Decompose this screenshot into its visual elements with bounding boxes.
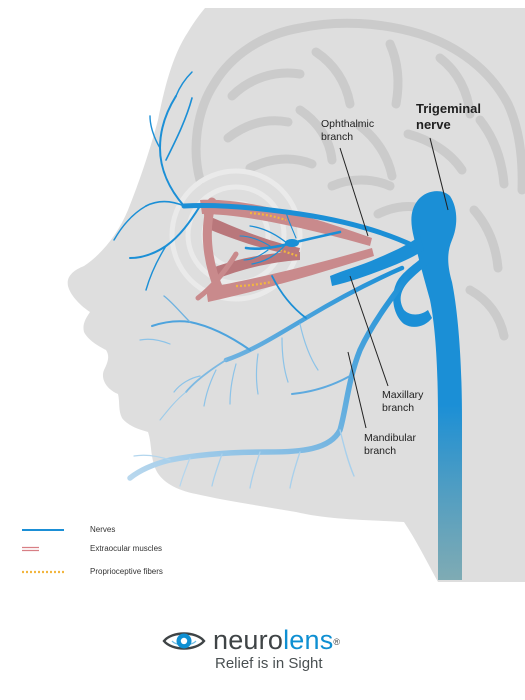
label-maxillary-branch: Maxillary branch bbox=[382, 389, 423, 415]
logo-wordmark: neurolens® bbox=[213, 624, 340, 656]
legend-item-fibers: Proprioceptive fibers bbox=[22, 565, 163, 579]
label-maxillary-line1: Maxillary bbox=[382, 389, 424, 401]
nerve-trunk bbox=[330, 191, 462, 580]
legend-label-nerves: Nerves bbox=[90, 525, 116, 534]
head-silhouette bbox=[67, 8, 525, 582]
logo-tagline: Relief is in Sight bbox=[215, 655, 323, 672]
label-mandibular-branch: Mandibular branch bbox=[364, 432, 416, 458]
nerves-swatch-icon bbox=[22, 529, 64, 531]
legend-item-nerves: Nerves bbox=[22, 523, 115, 537]
legend-label-fibers: Proprioceptive fibers bbox=[90, 567, 163, 576]
label-trigeminal-nerve: Trigeminal nerve bbox=[416, 101, 481, 133]
ciliary-ganglion bbox=[285, 239, 299, 247]
label-mandibular-line1: Mandibular bbox=[364, 432, 416, 444]
label-maxillary-line2: branch bbox=[382, 402, 415, 414]
label-trigeminal-line2: nerve bbox=[416, 117, 451, 132]
maxillary-nerves bbox=[139, 265, 405, 421]
label-trigeminal-line1: Trigeminal bbox=[416, 101, 482, 116]
proprioceptive-fibers bbox=[235, 211, 299, 288]
mandibular-nerves bbox=[127, 273, 411, 489]
logo-registered-mark: ® bbox=[333, 637, 341, 647]
eye-icon bbox=[162, 632, 206, 650]
label-ophthalmic-line2: branch bbox=[321, 131, 354, 143]
callout-lines bbox=[339, 137, 449, 429]
legend-item-muscles: Extraocular muscles bbox=[22, 542, 162, 556]
brain-outline bbox=[191, 18, 525, 341]
logo-word-neuro: neuro bbox=[213, 625, 284, 655]
label-mandibular-line2: branch bbox=[364, 445, 397, 457]
neurolens-logo: neurolens® Relief is in Sight bbox=[0, 624, 525, 684]
label-ophthalmic-branch: Ophthalmic branch bbox=[321, 118, 374, 144]
ophthalmic-nerves bbox=[113, 71, 417, 291]
fibers-swatch-icon bbox=[22, 570, 64, 574]
legend-label-muscles: Extraocular muscles bbox=[90, 544, 163, 553]
muscles-swatch-icon bbox=[22, 546, 39, 552]
label-ophthalmic-line1: Ophthalmic bbox=[321, 118, 375, 130]
logo-word-lens: lens bbox=[283, 625, 334, 655]
